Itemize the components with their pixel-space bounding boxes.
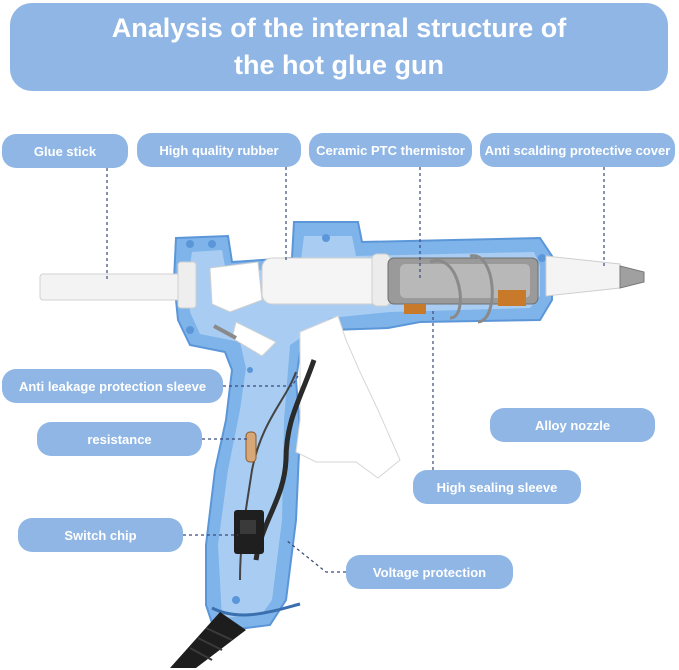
- leader-lines: [106, 167, 605, 573]
- title-banner: Analysis of the internal structure of th…: [10, 3, 668, 91]
- label-ceramic-ptc-thermistor: Ceramic PTC thermistor: [309, 133, 472, 167]
- label-anti-leakage-sleeve: Anti leakage protection sleeve: [2, 369, 223, 403]
- gun-housing: [172, 221, 553, 634]
- label-resistance: resistance: [37, 422, 202, 456]
- nozzle-assembly: [545, 255, 645, 297]
- trigger: [213, 315, 401, 479]
- title-line-1: Analysis of the internal structure of: [111, 13, 567, 43]
- power-cord: [170, 612, 246, 668]
- rubber-sleeve: [209, 253, 391, 313]
- label-switch-chip: Switch chip: [18, 518, 183, 552]
- resistor: [245, 431, 257, 463]
- label-alloy-nozzle: Alloy nozzle: [490, 408, 655, 442]
- glue-stick: [39, 261, 197, 309]
- title-line-2: the hot glue gun: [234, 50, 444, 80]
- label-anti-scalding-cover: Anti scalding protective cover: [480, 133, 675, 167]
- label-voltage-protection: Voltage protection: [346, 555, 513, 589]
- handle-wiring: [211, 359, 317, 617]
- label-high-quality-rubber: High quality rubber: [137, 133, 301, 167]
- label-glue-stick: Glue stick: [2, 134, 128, 168]
- heating-barrel: [387, 254, 539, 324]
- label-high-sealing-sleeve: High sealing sleeve: [413, 470, 581, 504]
